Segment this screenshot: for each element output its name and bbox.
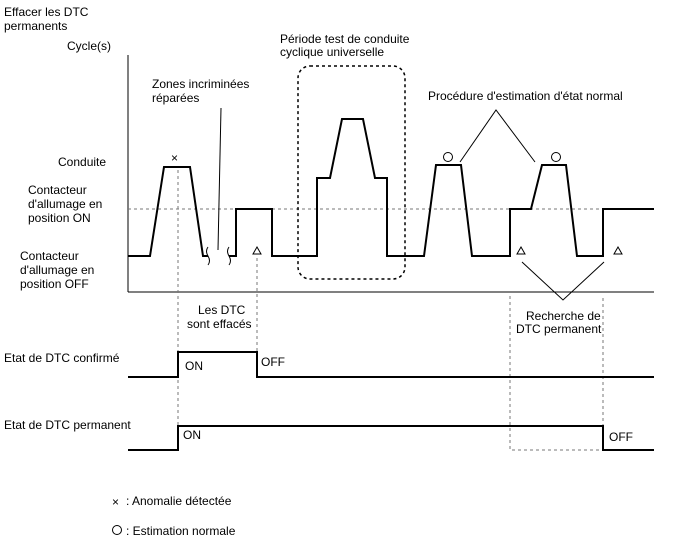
legend-cross-text: : Anomalie détectée [126, 494, 232, 508]
procedure-label: Procédure d'estimation d'état normal [428, 89, 623, 103]
normal-estimation-circle-2 [551, 152, 561, 162]
periode-label-line1: Période test de conduite [280, 32, 410, 46]
dtc-check-triangle-2 [516, 245, 526, 255]
permanent-state-label: Etat de DTC permanent [4, 418, 131, 432]
confirmed-state-label: Etat de DTC confirmé [4, 351, 120, 365]
confirmed-on-text: ON [185, 359, 203, 373]
recherche-label-line1: Recherche de [526, 309, 601, 323]
legend-circle-icon [112, 525, 122, 535]
guide-recherche-box [509, 296, 604, 451]
permanent-state-line [128, 425, 654, 451]
universal-drive-cycle-box [297, 65, 406, 280]
confirmed-off-text: OFF [261, 355, 285, 369]
dtc-erased-label-line2: sont effacés [187, 317, 252, 331]
confirmed-state-line [128, 351, 654, 378]
row-label-ign-on-1: Contacteur [28, 183, 87, 197]
anomaly-cross-marker: × [171, 151, 178, 165]
periode-label-line2: cyclique universelle [280, 45, 384, 59]
zones-pointer [217, 107, 222, 251]
diagram-title-line2: permanents [4, 19, 67, 33]
legend-cross-icon: × [112, 495, 119, 509]
diagram-title-line1: Effacer les DTC [4, 5, 89, 19]
permanent-off-text: OFF [609, 430, 633, 444]
permanent-on-text: ON [183, 428, 201, 442]
recherche-label-line2: DTC permanent [516, 322, 602, 336]
dtc-check-triangle-1 [252, 245, 262, 255]
row-label-ign-on-3: position ON [28, 211, 91, 225]
cycle-waveform-segment-1 [128, 166, 208, 257]
zones-label-line1: Zones incriminées [152, 77, 249, 91]
row-label-ign-off-3: position OFF [20, 277, 89, 291]
row-label-ign-on-2: d'allumage en [28, 197, 102, 211]
y-axis-label: Cycle(s) [67, 39, 111, 53]
row-label-conduite: Conduite [58, 155, 106, 169]
dtc-check-triangle-3 [613, 245, 623, 255]
normal-estimation-circle-1 [443, 152, 453, 162]
row-label-ign-off-2: d'allumage en [20, 263, 94, 277]
legend-circle-text: : Estimation normale [126, 524, 236, 538]
zones-label-line2: réparées [152, 91, 199, 105]
recherche-pointer [521, 261, 605, 301]
dtc-erased-label-line1: Les DTC [198, 303, 246, 317]
cycle-waveform-segment-2 [229, 118, 654, 257]
procedure-pointer [459, 109, 536, 163]
row-label-ign-off-1: Contacteur [20, 249, 79, 263]
